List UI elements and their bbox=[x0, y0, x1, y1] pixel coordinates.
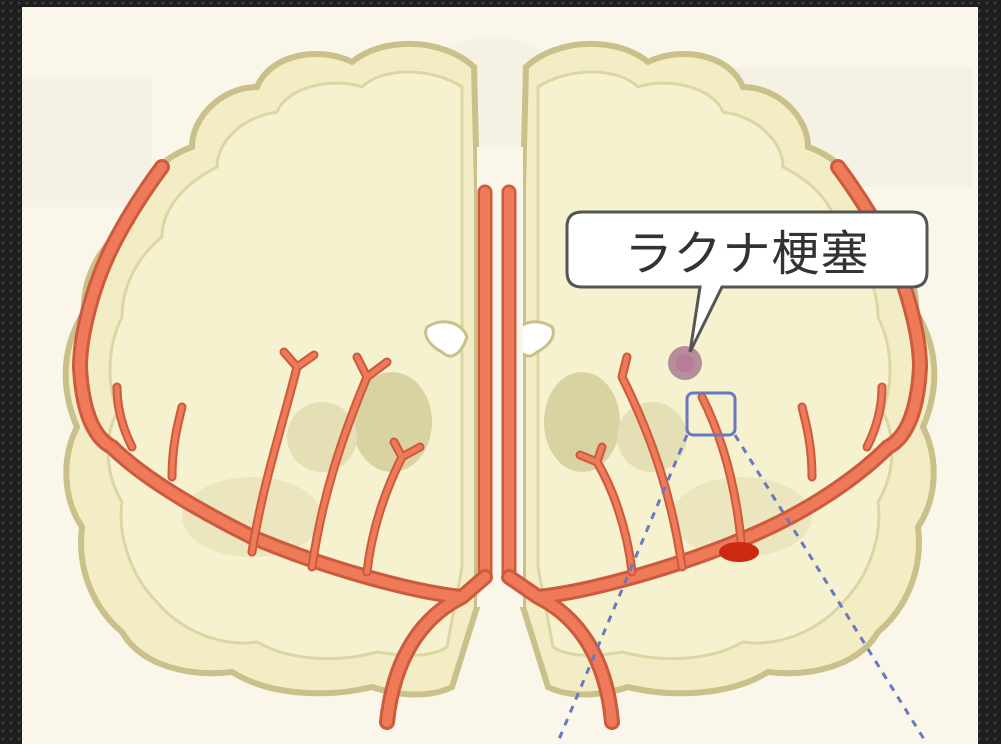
brain-coronal-diagram bbox=[22, 7, 978, 744]
textbook-photo: ラクナ梗塞 bbox=[22, 7, 978, 744]
callout-label: ラクナ梗塞 bbox=[552, 212, 942, 286]
arterial-occlusion-marker bbox=[719, 542, 759, 562]
